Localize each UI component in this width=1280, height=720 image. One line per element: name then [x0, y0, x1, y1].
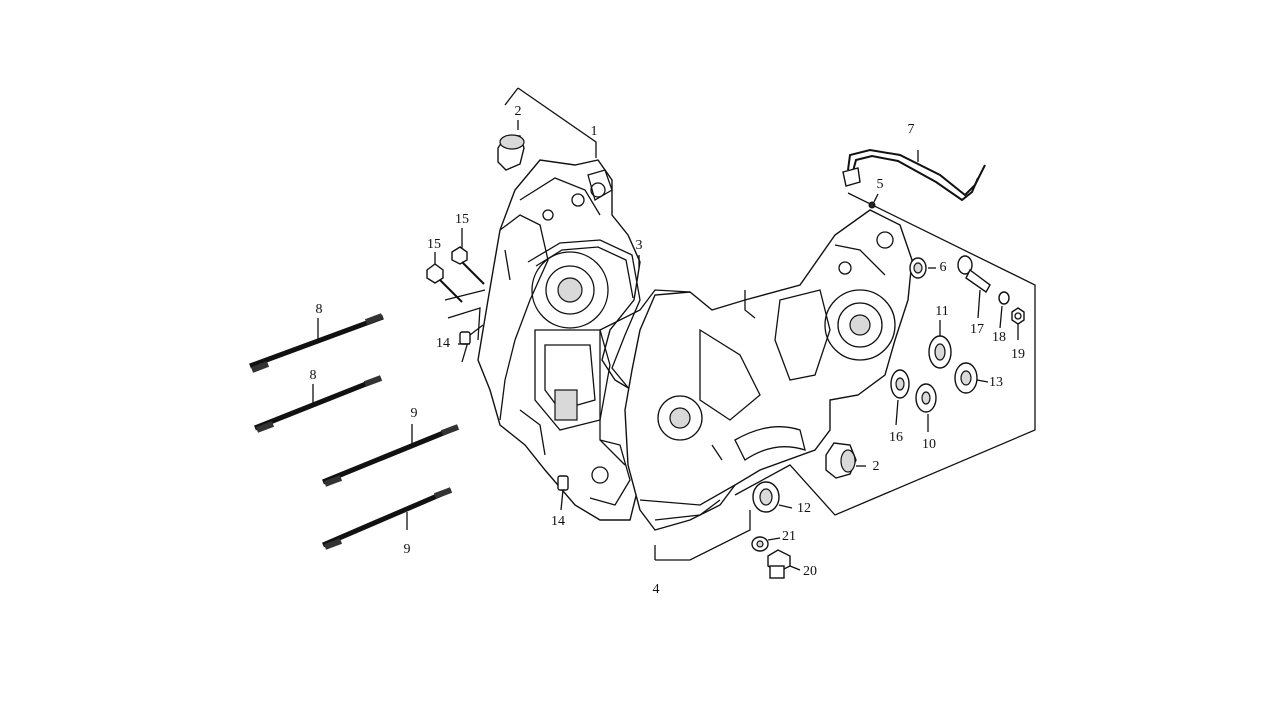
dowel-14-lower — [557, 475, 569, 511]
bolt-15-a — [426, 252, 463, 303]
drain-bolt-20 — [767, 549, 801, 579]
label-part-7: 7 — [908, 122, 915, 137]
label-part-16: 16 — [889, 430, 903, 445]
breather-tube-7 — [842, 148, 986, 202]
label-part-14: 14 — [436, 336, 450, 351]
right-crankcase-half — [599, 209, 913, 531]
label-part-13: 13 — [989, 375, 1003, 390]
label-part-8: 8 — [316, 302, 323, 317]
dowel-14-upper — [458, 331, 471, 345]
label-part-5: 5 — [877, 177, 884, 192]
stud-8-b — [254, 375, 383, 433]
left-crankcase-half — [461, 159, 641, 521]
bearing-13 — [954, 362, 989, 394]
label-part-1: 1 — [591, 124, 598, 139]
label-part-9: 9 — [411, 406, 418, 421]
label-part-18: 18 — [992, 330, 1006, 345]
bearing-16 — [890, 369, 910, 426]
bushing-2-upper — [497, 120, 525, 171]
pin-5 — [868, 193, 879, 209]
label-part-2: 2 — [873, 459, 880, 474]
bearing-11 — [928, 320, 952, 369]
stud-8-a — [249, 313, 384, 373]
label-part-4: 4 — [653, 582, 660, 597]
seal-6 — [909, 257, 936, 279]
label-part-19: 19 — [1011, 347, 1025, 362]
washer-18 — [998, 291, 1010, 329]
label-part-6: 6 — [940, 260, 947, 275]
label-part-8: 8 — [310, 368, 317, 383]
label-part-11: 11 — [935, 304, 948, 319]
label-part-20: 20 — [803, 564, 817, 579]
bracket-lines — [444, 87, 1036, 561]
label-part-15: 15 — [427, 237, 441, 252]
bolt-17 — [957, 255, 991, 319]
label-part-14: 14 — [551, 514, 565, 529]
stud-9-b — [322, 487, 453, 550]
label-part-10: 10 — [922, 437, 936, 452]
label-part-21: 21 — [782, 529, 796, 544]
label-part-3: 3 — [636, 238, 643, 253]
washer-21 — [751, 536, 781, 552]
bushing-2-lower — [825, 442, 866, 479]
label-part-2: 2 — [515, 104, 522, 119]
bearing-10 — [915, 383, 937, 432]
label-part-12: 12 — [797, 501, 811, 516]
bolt-15-b — [451, 228, 485, 285]
stud-9-a — [322, 424, 460, 487]
label-part-9: 9 — [404, 542, 411, 557]
part-number-labels: 1 2 2 3 4 5 6 7 8 8 9 9 10 11 12 13 14 1… — [310, 104, 1026, 597]
label-part-17: 17 — [970, 322, 984, 337]
label-part-15: 15 — [455, 212, 469, 227]
nut-19 — [1011, 307, 1025, 340]
seal-12 — [752, 481, 793, 513]
